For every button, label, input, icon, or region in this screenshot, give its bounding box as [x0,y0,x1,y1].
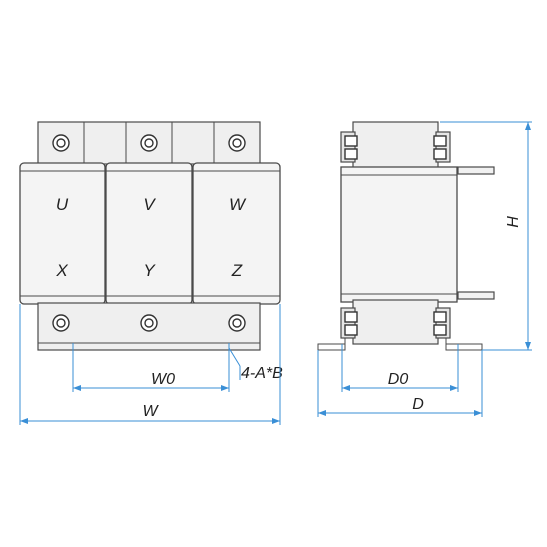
side-top-terminal-lug [457,166,495,175]
coil-middle [105,162,193,305]
dim-label-hole: 4-A*B [241,365,283,382]
side-bottom-bolt-left-upper [344,311,358,323]
coil-left [19,162,106,305]
side-bottom-terminal-lug [457,291,495,300]
front-dimensions: W0 4-A*B W [19,304,283,425]
terminal-label-w: W [229,195,247,214]
top-bolt-right [228,134,246,152]
side-core-body [340,166,458,303]
bottom-bolt-right [228,314,246,332]
side-top-clamp [352,121,439,169]
bottom-bolt-left [52,314,70,332]
dim-label-w0: W0 [151,371,175,388]
terminal-label-v: V [143,195,156,214]
side-view [317,121,495,351]
terminal-label-y: Y [143,261,156,280]
bottom-bolt-middle [140,314,158,332]
terminal-label-z: Z [231,261,243,280]
side-bottom-bolt-left-lower [344,324,358,336]
side-top-bolt-right-upper [433,135,447,147]
terminal-label-x: X [55,261,68,280]
side-bottom-bolt-right-upper [433,311,447,323]
side-top-bolt-left-upper [344,135,358,147]
side-top-bolt-left-lower [344,148,358,160]
side-bottom-clamp [352,299,439,345]
side-foot-right [445,343,483,351]
dim-label-h: H [505,216,522,228]
terminal-label-u: U [56,195,69,214]
side-dimensions: H D0 D [317,121,532,417]
side-bottom-bolt-right-lower [433,324,447,336]
top-bolt-left [52,134,70,152]
side-top-bolt-right-lower [433,148,447,160]
coil-right [192,162,281,305]
front-view: U V W X Y Z [19,121,281,351]
dim-label-d: D [412,396,424,413]
dim-label-d0: D0 [388,371,409,388]
top-bolt-middle [140,134,158,152]
dim-label-w: W [142,403,159,420]
side-foot-left [317,343,346,351]
